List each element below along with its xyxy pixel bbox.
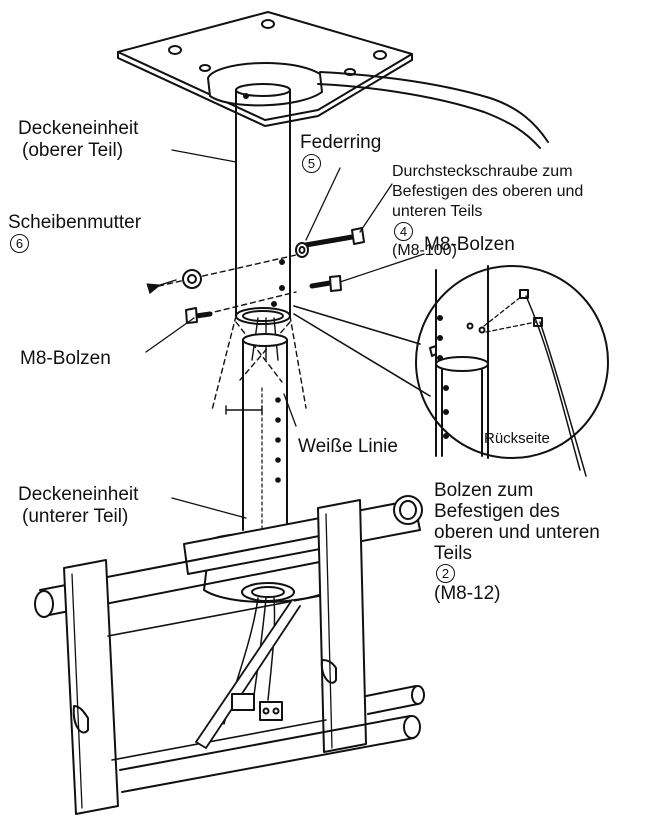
white-line-marker [225,405,263,415]
through-bolt [297,227,365,249]
cable [317,71,549,149]
lower-tube [242,333,288,531]
number-badge: 6 [10,234,29,253]
spring-washer [295,242,309,258]
detail-inset [293,265,609,477]
m8-bolt-upper [309,275,342,292]
m8-bolt-lower [185,307,213,324]
label-spring-washer: Federring 5 [300,132,382,173]
label-m8-bolt-left: M8-Bolzen [20,348,111,369]
number-badge: 2 [436,564,455,583]
guide-lines [149,254,307,411]
ceiling-plate [117,11,413,127]
direction-arrow [146,279,177,295]
label-ceiling-lower: Deckeneinheit (unterer Teil) [18,484,139,527]
number-badge: 5 [302,154,321,173]
label-white-line: Weiße Linie [298,436,398,457]
label-fix-bolt: Bolzen zum Befestigen des oberen und unt… [434,480,600,604]
number-badge: 4 [394,222,413,241]
tv-frame [34,495,425,815]
label-m8-bolt-right: M8-Bolzen [424,234,515,255]
label-disc-nut: Scheibenmutter 6 [8,212,142,253]
leader-lines [145,149,425,519]
disc-nut [182,269,202,289]
label-through-bolt: Durchsteckschraube zum Befestigen des ob… [392,163,584,259]
label-ceiling-upper: Deckeneinheit (oberer Teil) [18,118,139,161]
label-back-side: Rückseite [484,430,550,447]
